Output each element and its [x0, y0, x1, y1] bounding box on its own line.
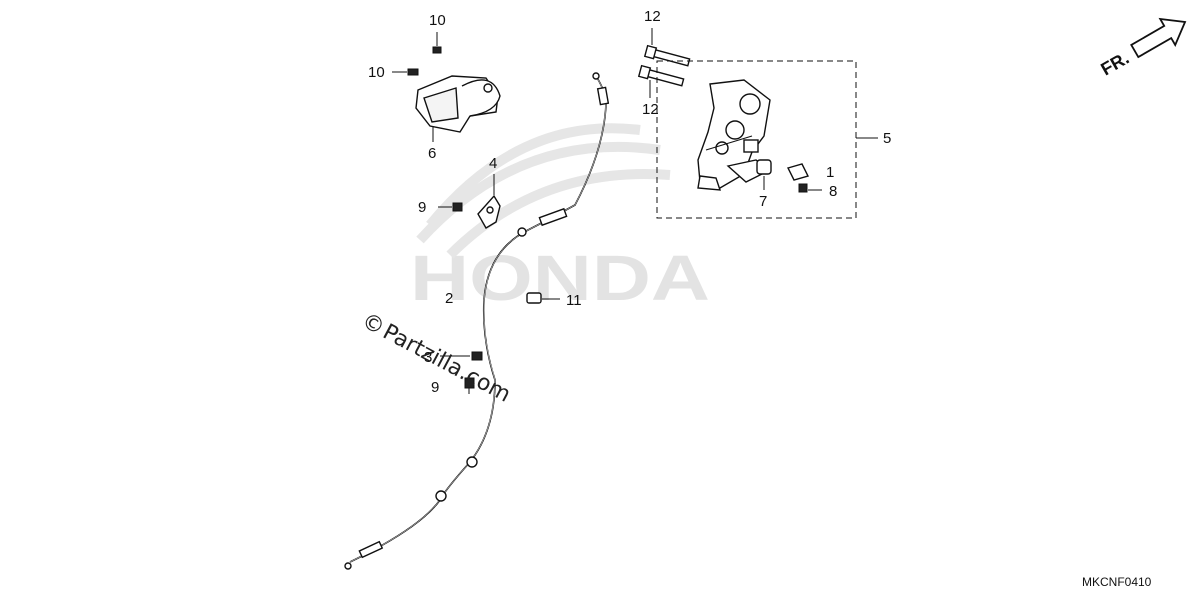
callout-12-lower: 12	[642, 101, 659, 118]
callout-6: 6	[428, 145, 436, 162]
callout-4: 4	[489, 155, 497, 172]
diagram-code: MKCNF0410	[1082, 575, 1152, 589]
part-2-cable	[344, 72, 610, 570]
screw-9-lower	[464, 377, 475, 394]
part-8-nut	[798, 183, 822, 193]
callout-2: 2	[445, 290, 453, 307]
callout-5: 5	[883, 130, 891, 147]
callout-10-left: 10	[368, 64, 385, 81]
callout-9-lower: 9	[431, 379, 439, 396]
honda-watermark: HONDA	[410, 123, 710, 314]
screw-9-upper	[438, 202, 463, 212]
part-11-clip	[526, 292, 560, 304]
callout-11: 11	[566, 292, 582, 309]
bolt-12-lower	[637, 64, 685, 98]
wing-logo-mark	[416, 123, 671, 259]
screw-10-top	[432, 32, 442, 54]
callout-8: 8	[829, 183, 837, 200]
bolt-12-upper	[643, 28, 691, 67]
copyright-site: Partzilla.com	[379, 320, 515, 408]
watermark-text: HONDA	[410, 242, 710, 314]
front-direction-arrow: FR.	[1097, 17, 1187, 80]
callout-10-top: 10	[429, 12, 446, 29]
part-3-clamp	[440, 351, 483, 361]
screw-10-left	[392, 68, 419, 76]
part-4-bracket	[477, 174, 501, 229]
assembly-5-box	[656, 60, 857, 219]
callout-1: 1	[826, 164, 834, 181]
callout-7: 7	[759, 193, 767, 210]
fr-label: FR.	[1097, 48, 1132, 80]
part-6-cover	[415, 75, 501, 133]
part-7-bushing	[756, 159, 772, 190]
callout-12-upper: 12	[644, 8, 661, 25]
callout-9-upper: 9	[418, 199, 426, 216]
callout-3: 3	[424, 349, 432, 366]
part-1-clip	[786, 163, 810, 181]
